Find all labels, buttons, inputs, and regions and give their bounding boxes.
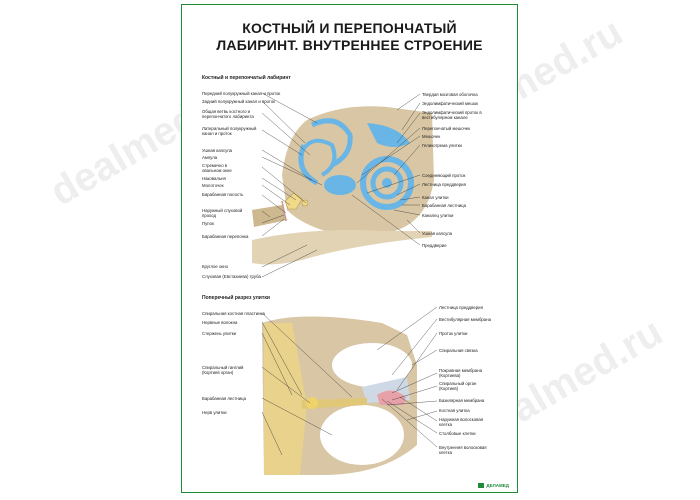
label: Каналец улитки xyxy=(422,213,454,218)
scala-vestibuli xyxy=(332,343,412,387)
label: Стержень улитки xyxy=(202,331,237,336)
label: Спиральный ганглий xyxy=(202,365,244,370)
label: Ушная капсула xyxy=(422,231,453,236)
organ-of-corti xyxy=(377,390,406,405)
label: Мешочек xyxy=(422,134,441,139)
label: Проток улитки xyxy=(439,331,468,336)
label: вестибулярном канале xyxy=(422,115,468,120)
label: клетка xyxy=(439,450,453,455)
label: Молоточек xyxy=(202,183,224,188)
label: Барабанная перепонка xyxy=(202,234,249,239)
label: перепончатого лабиринта xyxy=(202,114,254,119)
label: (Кортиев орган) xyxy=(202,370,234,375)
cochlea-outer xyxy=(360,156,414,210)
label: Базилярная мембрана xyxy=(439,398,485,403)
ossicles xyxy=(284,192,303,210)
label: Перепончатый мешочек xyxy=(422,126,471,131)
label: Наковальня xyxy=(202,176,226,181)
stapes xyxy=(301,199,309,207)
label: Задний полукружный канал и проток xyxy=(202,99,276,104)
label: Спиральный орган xyxy=(439,381,477,386)
label: Латеральный полукружный xyxy=(202,126,257,131)
label: Спиральная костная пластинка xyxy=(202,311,265,316)
section-2-heading: Поперечный разрез улитки xyxy=(202,295,270,301)
label: Наружный слуховой xyxy=(202,208,243,213)
label: Стремечко в xyxy=(202,163,228,168)
label: Преддверие xyxy=(422,243,447,248)
label: Барабанная лестница xyxy=(422,203,467,208)
label: Лестница преддверия xyxy=(422,182,466,187)
label: Геликотрема улитки xyxy=(422,143,462,148)
label: Столбовые клетки xyxy=(439,431,476,436)
spiral-ganglion xyxy=(306,397,318,409)
label: Костная улитка xyxy=(439,408,470,413)
spiral-lamina xyxy=(302,398,367,409)
label: овальном окне xyxy=(202,168,232,173)
bone-base xyxy=(252,230,432,265)
label: клетка xyxy=(439,422,453,427)
cochlear-nerve xyxy=(264,323,307,475)
label: Круглое окно xyxy=(202,264,229,269)
label: Барабанная лестница xyxy=(202,396,247,401)
label: Внутренняя волосковая xyxy=(439,445,487,450)
label: Покровная мембрана xyxy=(439,368,482,373)
cochlea-inner xyxy=(382,178,392,188)
label: Вестибулярная мембрана xyxy=(439,317,491,322)
label: Нерв улитки xyxy=(202,410,227,415)
label: Ушная капсула xyxy=(202,148,233,153)
poster-title: КОСТНЫЙ И ПЕРЕПОНЧАТЫЙ ЛАБИРИНТ. ВНУТРЕН… xyxy=(182,20,517,54)
label: Соединяющий проток xyxy=(422,173,466,178)
lateral-canal xyxy=(298,138,337,177)
label: Общая ветвь костного и xyxy=(202,109,251,114)
section-1-heading: Костный и перепончатый лабиринт xyxy=(202,75,291,81)
vestibule xyxy=(324,175,356,195)
tympanic-membrane xyxy=(281,200,287,222)
endolymphatic-sac xyxy=(367,123,410,147)
label: Эндолимфатический мешок xyxy=(422,101,479,106)
title-line-1: КОСТНЫЙ И ПЕРЕПОНЧАТЫЙ xyxy=(242,20,457,36)
label: канал и проток xyxy=(202,131,232,136)
label: Канал улитки xyxy=(422,195,449,200)
label: Передний полукружный канал и проток xyxy=(202,91,281,96)
label: Эндолимфатический проток в xyxy=(422,110,482,115)
label: (Кортиев) xyxy=(439,386,459,391)
label: Ампула xyxy=(202,155,218,160)
label: Лестница преддверия xyxy=(439,305,483,310)
label: Твердая мозговая оболочка xyxy=(422,92,478,97)
ear-canal xyxy=(252,205,287,227)
label: Барабанная полость xyxy=(202,192,244,197)
anterior-canal xyxy=(310,118,353,168)
cochlea-mid xyxy=(370,166,404,200)
label: Пупок xyxy=(202,221,214,226)
label: Слуховая (Евстахиева) труба xyxy=(202,274,261,279)
label: Нервные волокна xyxy=(202,320,238,325)
label: (Кортиева) xyxy=(439,373,461,378)
label: проход xyxy=(202,213,216,218)
poster: КОСТНЫЙ И ПЕРЕПОНЧАТЫЙ ЛАБИРИНТ. ВНУТРЕН… xyxy=(181,4,518,493)
title-line-2: ЛАБИРИНТ. ВНУТРЕННЕЕ СТРОЕНИЕ xyxy=(216,37,483,53)
logo-icon xyxy=(478,483,485,488)
scala-tympani xyxy=(320,405,404,465)
label: Спиральная связка xyxy=(439,348,478,353)
labyrinth-illustration xyxy=(252,92,438,475)
label: Наружная волосковая xyxy=(439,417,484,422)
brand-logo: ДЕЛАМЕД xyxy=(478,483,509,488)
